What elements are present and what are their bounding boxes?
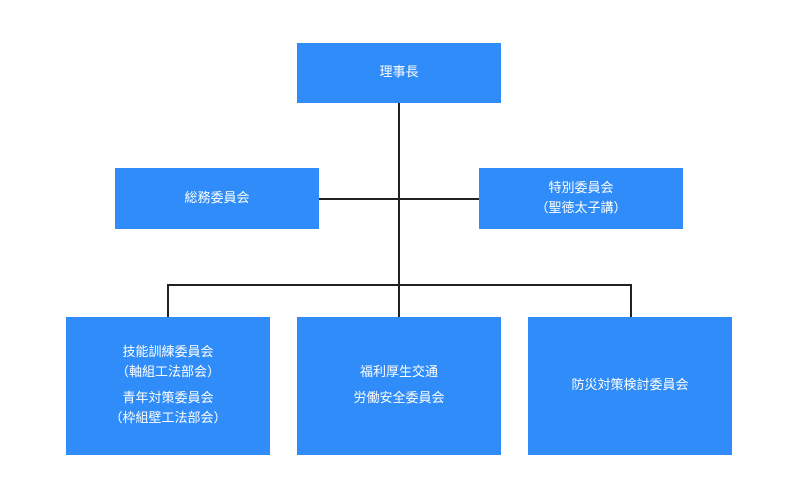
org-box-label: 福利厚生交通 xyxy=(359,365,438,380)
org-box-label: 防災対策検討委員会 xyxy=(571,378,689,393)
org-box-label: 青年対策委員会 xyxy=(122,391,214,406)
org-box-label: 労働安全委員会 xyxy=(353,391,445,406)
org-box-special-committee: 特別委員会 （聖徳太子講） xyxy=(479,168,683,229)
org-box-welfare-safety: 福利厚生交通 労働安全委員会 xyxy=(297,317,501,455)
org-box-label: 技能訓練委員会 xyxy=(122,345,214,360)
org-box-chairman: 理事長 xyxy=(297,43,501,103)
connector-middle-branch xyxy=(319,198,479,200)
org-box-general-affairs: 総務委員会 xyxy=(115,168,319,229)
org-box-sublabel: （聖徳太子講） xyxy=(535,200,627,216)
connector-bottom-right-drop xyxy=(630,284,632,317)
org-box-skills-training: 技能訓練委員会 （軸組工法部会） 青年対策委員会 （枠組壁工法部会） xyxy=(66,317,270,455)
connector-root-trunk xyxy=(398,103,400,286)
org-box-disaster-prevention: 防災対策検討委員会 xyxy=(528,317,732,455)
org-box-label: 特別委員会 xyxy=(548,180,614,196)
org-box-sublabel: （軸組工法部会） xyxy=(115,365,220,380)
connector-bottom-left-drop xyxy=(167,284,169,317)
org-box-sublabel: （枠組壁工法部会） xyxy=(109,411,227,426)
connector-bottom-center-drop xyxy=(398,284,400,317)
org-box-label: 総務委員会 xyxy=(184,190,250,206)
org-box-label: 理事長 xyxy=(379,65,419,80)
